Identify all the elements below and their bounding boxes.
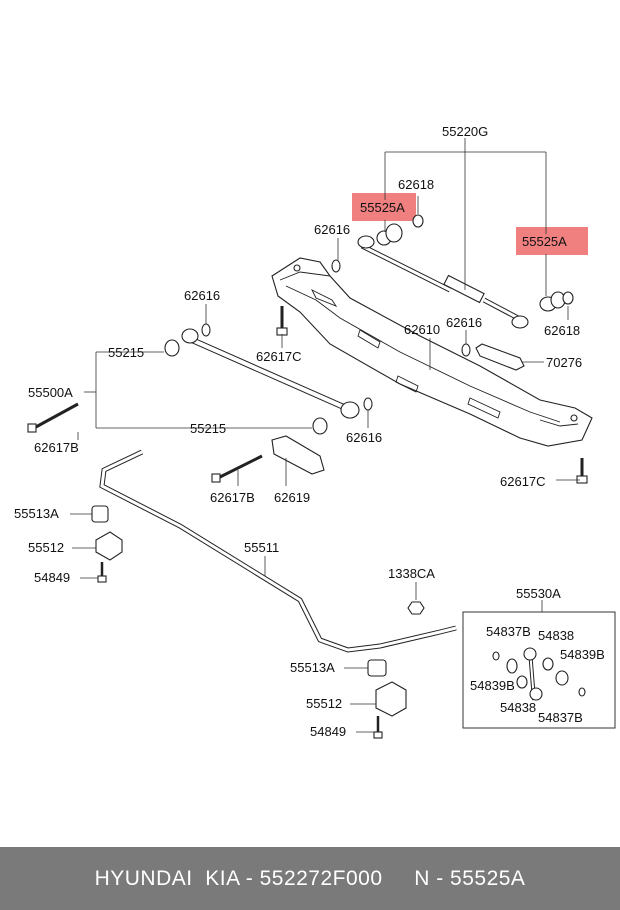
bolt-62617c-right <box>576 458 588 484</box>
label-62616-c: 62616 <box>184 288 220 303</box>
bolt-54849-left <box>97 562 107 583</box>
label-55530a: 55530A <box>516 586 561 601</box>
label-62617b-mid: 62617B <box>210 490 255 505</box>
highlight-55525a-left <box>352 193 416 221</box>
crossmember <box>271 257 593 447</box>
leader-lines <box>70 138 580 733</box>
label-55513a-right: 55513A <box>290 660 335 675</box>
label-55215-bottom: 55215 <box>190 421 226 436</box>
bracket-62619 <box>271 435 325 475</box>
nut-1338ca <box>407 601 425 615</box>
bushing-55513a-left <box>91 505 109 523</box>
clamp-55512-left <box>95 531 123 561</box>
label-62617b-left: 62617B <box>34 440 79 455</box>
label-70276: 70276 <box>546 355 582 370</box>
washer-62616-d <box>363 397 373 411</box>
label-54838-a: 54838 <box>538 628 574 643</box>
parts-diagram: 55220G 62618 55525A 55525A 62616 62616 6… <box>14 124 616 739</box>
label-55513a-left: 55513A <box>14 506 59 521</box>
label-55512-left: 55512 <box>28 540 64 555</box>
label-62616-b: 62616 <box>446 315 482 330</box>
bolt-54849-right <box>373 716 383 739</box>
label-62616-a: 62616 <box>314 222 350 237</box>
stabilizer-link-55530a <box>523 647 543 701</box>
upper-arm-55220g <box>357 235 529 329</box>
bushing-55513a-right <box>367 659 387 677</box>
label-54839b-b: 54839B <box>470 678 515 693</box>
label-55215-top: 55215 <box>108 345 144 360</box>
washer-62616-c <box>201 323 211 337</box>
label-55511: 55511 <box>244 540 279 555</box>
footer-bar: HYUNDAI KIA - 552272F000 N - 55525A <box>0 847 620 910</box>
footer-part-number: HYUNDAI KIA - 552272F000 N - 55525A <box>94 866 526 890</box>
bolt-62617b-mid <box>211 454 263 483</box>
label-54849-right: 54849 <box>310 724 346 739</box>
washer-62618-right <box>562 291 574 305</box>
washer-62618-top <box>412 214 424 228</box>
label-54849-left: 54849 <box>34 570 70 585</box>
label-54838-b: 54838 <box>500 700 536 715</box>
lower-arm-55500a <box>181 328 360 419</box>
label-62617c-left: 62617C <box>256 349 302 364</box>
label-62618-right: 62618 <box>544 323 580 338</box>
label-54839b-a: 54839B <box>560 647 605 662</box>
label-55512-right: 55512 <box>306 696 342 711</box>
label-55500a: 55500A <box>28 385 73 400</box>
washer-62616-b <box>461 343 471 357</box>
bolt-62617b-left <box>27 402 79 433</box>
label-62617c-right: 62617C <box>500 474 546 489</box>
label-54837b-a: 54837B <box>486 624 531 639</box>
label-54837b-b: 54837B <box>538 710 583 725</box>
label-62610: 62610 <box>404 322 440 337</box>
label-55220g: 55220G <box>442 124 488 139</box>
highlight-55525a-right <box>516 227 588 255</box>
bracket-70276 <box>475 343 525 371</box>
clamp-55512-right <box>375 681 407 717</box>
label-62619: 62619 <box>274 490 310 505</box>
link-assembly-box <box>462 611 616 729</box>
label-55525a-left: 55525A <box>360 200 405 215</box>
label-55525a-right: 55525A <box>522 234 567 249</box>
label-62616-d: 62616 <box>346 430 382 445</box>
label-62618-top: 62618 <box>398 177 434 192</box>
washer-62616-a <box>331 259 341 273</box>
bolt-62617c-left <box>276 306 288 336</box>
label-1338ca: 1338CA <box>388 566 435 581</box>
